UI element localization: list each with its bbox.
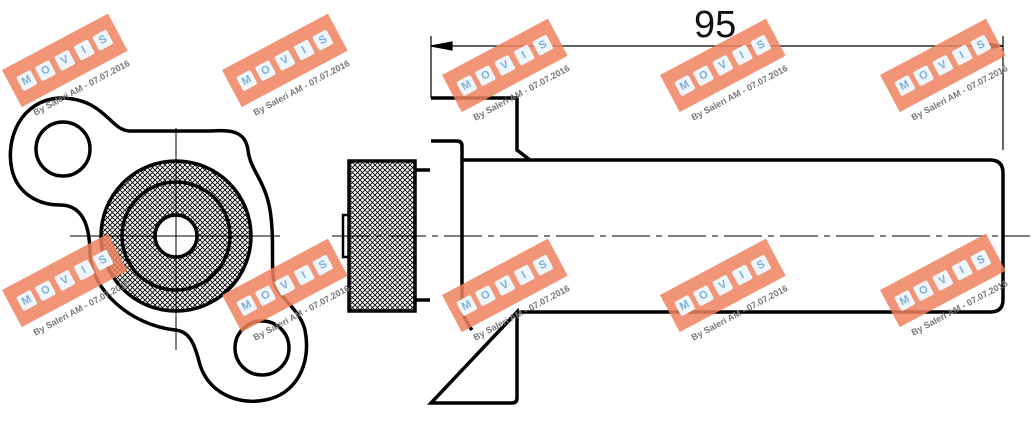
front-view xyxy=(8,96,309,403)
dimension-label: 95 xyxy=(694,4,737,46)
side-view xyxy=(341,96,1005,405)
bolt-hole-bottom xyxy=(233,319,291,377)
flange-body xyxy=(426,96,532,405)
bolt-hole-top xyxy=(34,120,92,178)
flange-outline xyxy=(8,96,309,403)
